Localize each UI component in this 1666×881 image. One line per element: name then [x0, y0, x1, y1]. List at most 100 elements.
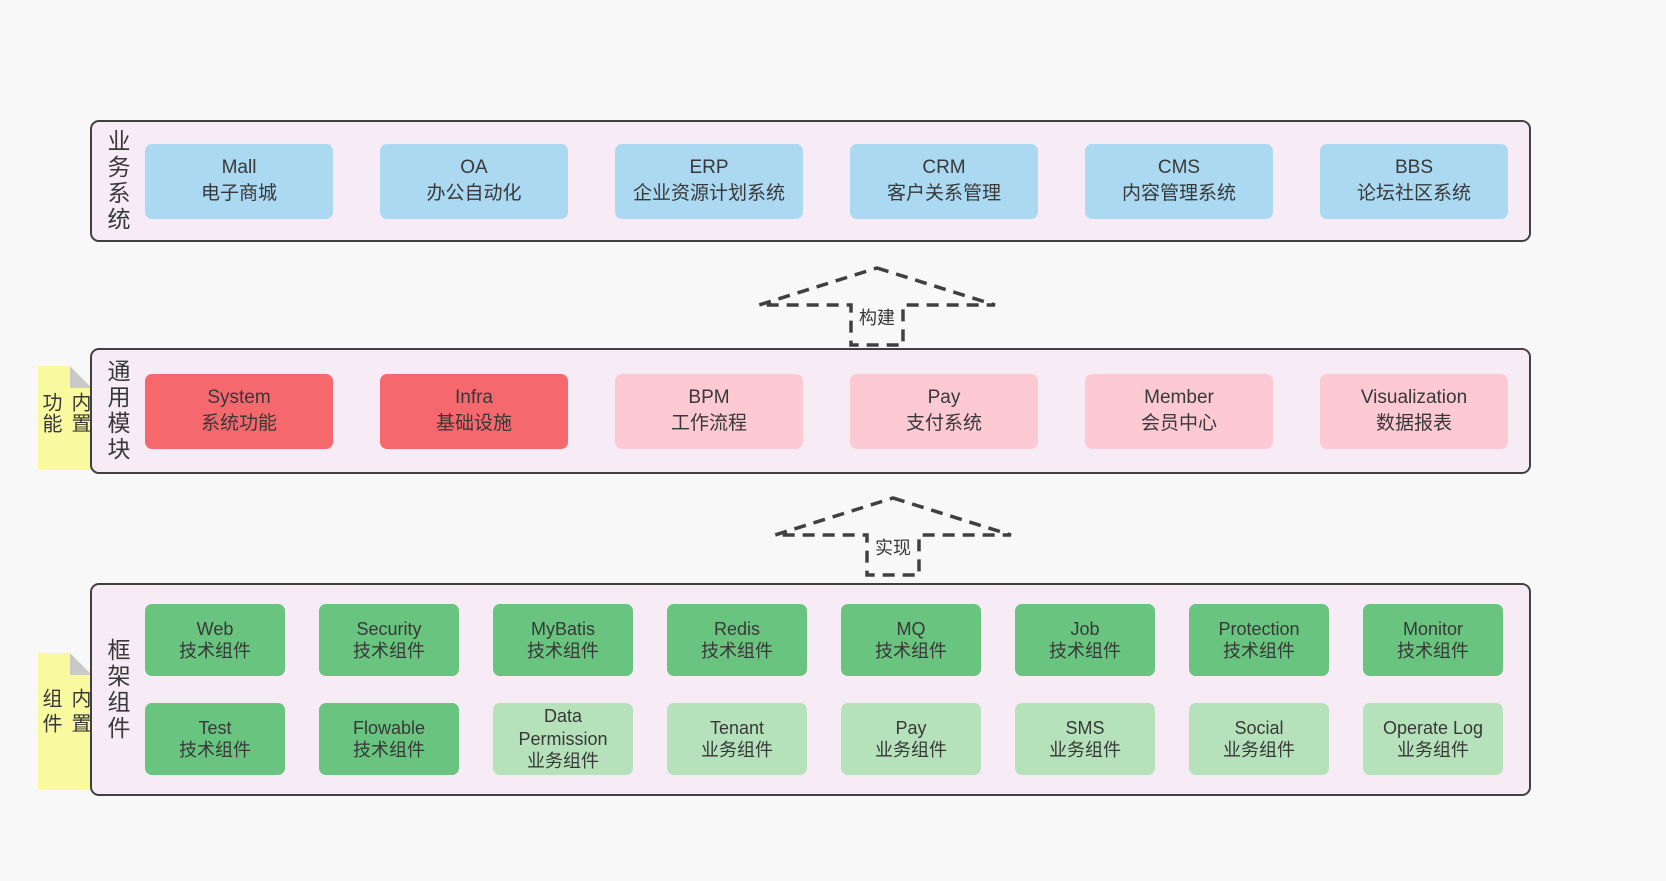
box-name: System	[207, 387, 271, 409]
box-name: MQ	[896, 618, 926, 639]
component-row-2: Test 技术组件 Flowable 技术组件 Data Permission …	[145, 703, 1529, 775]
box-oa: OA 办公自动化	[380, 143, 568, 219]
box-subtitle: 技术组件	[1223, 641, 1295, 661]
component-rows: Web 技术组件 Security 技术组件 MyBatis 技术组件 Redi…	[134, 585, 1529, 794]
sticky-note-builtin-features: 内置功能	[38, 366, 92, 470]
build-arrow: 构建	[757, 266, 997, 348]
box-web: Web 技术组件	[145, 604, 285, 676]
box-mq: MQ 技术组件	[841, 604, 981, 676]
layer-framework-components: 框架组件 Web 技术组件 Security 技术组件 MyBatis 技术组件…	[90, 583, 1531, 796]
box-visualization: Visualization 数据报表	[1320, 373, 1508, 449]
box-subtitle: 技术组件	[179, 641, 251, 661]
box-test: Test 技术组件	[145, 703, 285, 775]
box-name: Data Permission	[518, 706, 608, 749]
box-name: Web	[196, 618, 234, 639]
box-subtitle: 客户关系管理	[886, 183, 1001, 204]
box-name: BBS	[1394, 157, 1434, 179]
box-cms: CMS 内容管理系统	[1085, 143, 1273, 219]
box-redis: Redis 技术组件	[667, 604, 807, 676]
box-subtitle: 技术组件	[875, 641, 947, 661]
business-boxes: Mall 电子商城 OA 办公自动化 ERP 企业资源计划系统 CRM 客户关系…	[134, 122, 1529, 240]
box-subtitle: 业务组件	[1223, 740, 1295, 760]
box-monitor: Monitor 技术组件	[1363, 604, 1503, 676]
build-arrow-label: 构建	[856, 304, 898, 330]
box-tenant: Tenant 业务组件	[667, 703, 807, 775]
box-subtitle: 技术组件	[527, 641, 599, 661]
box-name: Mall	[221, 157, 257, 179]
box-name: OA	[460, 157, 488, 179]
box-name: Job	[1070, 618, 1100, 639]
sticky-note-label: 内置功能	[39, 392, 90, 434]
box-pay-component: Pay 业务组件	[841, 703, 981, 775]
box-name: Redis	[713, 618, 761, 639]
layer-common-modules: 通用模块 System 系统功能 Infra 基础设施 BPM 工作流程 Pay…	[90, 348, 1531, 474]
box-crm: CRM 客户关系管理	[850, 143, 1038, 219]
box-name: MyBatis	[530, 618, 595, 639]
box-subtitle: 论坛社区系统	[1356, 183, 1471, 204]
box-sms: SMS 业务组件	[1015, 703, 1155, 775]
component-row-1: Web 技术组件 Security 技术组件 MyBatis 技术组件 Redi…	[145, 604, 1529, 676]
layer-components-label: 框架组件	[104, 637, 130, 742]
box-member: Member 会员中心	[1085, 373, 1273, 449]
implement-arrow: 实现	[773, 496, 1013, 578]
box-name: Infra	[454, 387, 494, 409]
box-subtitle: 支付系统	[905, 413, 982, 434]
box-protection: Protection 技术组件	[1189, 604, 1329, 676]
box-name: CMS	[1157, 157, 1201, 179]
box-mall: Mall 电子商城	[145, 143, 333, 219]
box-name: SMS	[1065, 717, 1105, 738]
box-subtitle: 业务组件	[527, 751, 599, 772]
box-subtitle: 内容管理系统	[1121, 183, 1236, 204]
box-subtitle: 技术组件	[1049, 641, 1121, 661]
box-subtitle: 业务组件	[1049, 740, 1121, 760]
box-name: ERP	[689, 157, 729, 179]
box-name: Social	[1234, 717, 1284, 738]
box-job: Job 技术组件	[1015, 604, 1155, 676]
module-boxes: System 系统功能 Infra 基础设施 BPM 工作流程 Pay 支付系统…	[134, 350, 1529, 472]
box-name: CRM	[922, 157, 966, 179]
box-name: Security	[356, 618, 422, 639]
box-name: Operate Log	[1382, 717, 1484, 738]
box-name: Pay	[895, 717, 927, 738]
box-subtitle: 业务组件	[701, 740, 773, 760]
box-security: Security 技术组件	[319, 604, 459, 676]
box-name: Test	[198, 717, 232, 738]
box-flowable: Flowable 技术组件	[319, 703, 459, 775]
dashed-up-arrow-icon	[758, 266, 996, 347]
box-data-permission: Data Permission 业务组件	[493, 703, 633, 775]
box-subtitle: 办公自动化	[426, 183, 522, 204]
box-subtitle: 电子商城	[200, 183, 277, 204]
box-subtitle: 业务组件	[1397, 740, 1469, 760]
layer-business-systems: 业务系统 Mall 电子商城 OA 办公自动化 ERP 企业资源计划系统 CRM…	[90, 120, 1531, 242]
layer-business-label: 业务系统	[104, 129, 130, 233]
box-system: System 系统功能	[145, 373, 333, 449]
box-name: Tenant	[709, 717, 765, 738]
box-name: Pay	[927, 387, 961, 409]
box-subtitle: 技术组件	[701, 641, 773, 661]
box-subtitle: 技术组件	[1397, 641, 1469, 661]
box-subtitle: 基础设施	[435, 413, 512, 434]
box-subtitle: 技术组件	[353, 740, 425, 760]
box-subtitle: 技术组件	[179, 740, 251, 760]
box-name: Visualization	[1360, 387, 1468, 409]
box-subtitle: 技术组件	[353, 641, 425, 661]
box-subtitle: 数据报表	[1375, 413, 1452, 434]
box-name: Member	[1144, 387, 1214, 409]
layer-modules-label: 通用模块	[104, 359, 130, 463]
box-name: Monitor	[1402, 618, 1464, 639]
box-subtitle: 会员中心	[1140, 413, 1217, 434]
box-subtitle: 业务组件	[875, 740, 947, 760]
box-infra: Infra 基础设施	[380, 373, 568, 449]
box-mybatis: MyBatis 技术组件	[493, 604, 633, 676]
box-pay-module: Pay 支付系统	[850, 373, 1038, 449]
box-operate-log: Operate Log 业务组件	[1363, 703, 1503, 775]
box-subtitle: 工作流程	[670, 413, 747, 434]
sticky-note-builtin-components: 内置组件	[38, 653, 92, 790]
implement-arrow-label: 实现	[872, 534, 914, 560]
box-name: Flowable	[352, 717, 426, 738]
box-subtitle: 企业资源计划系统	[632, 183, 785, 204]
box-bpm: BPM 工作流程	[615, 373, 803, 449]
box-name: BPM	[688, 387, 730, 409]
box-name: Protection	[1218, 618, 1300, 639]
